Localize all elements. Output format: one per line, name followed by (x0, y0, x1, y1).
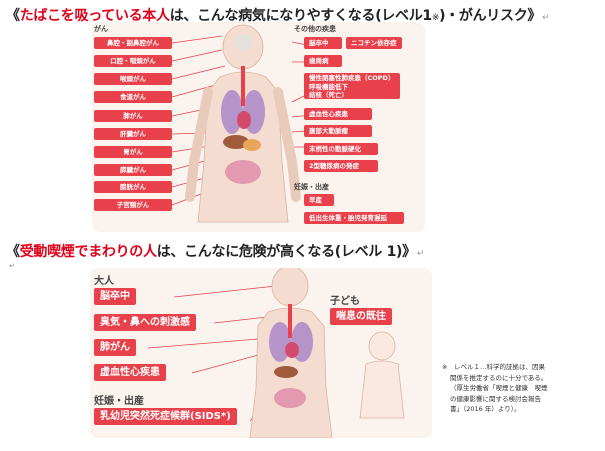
tag-low-birth-weight: 低出生体重・胎児発育遅延 (304, 212, 404, 224)
tag-stroke-secondhand: 脳卒中 (94, 288, 136, 305)
tag-ischemic-heart-disease: 虚血性心疾患 (304, 108, 372, 120)
tag-ischemic-heart-secondhand: 虚血性心疾患 (94, 364, 166, 381)
tag-pancreas-cancer: 膵臓がん (94, 164, 172, 176)
heading-smoker-highlight: たばこを吸っている本人 (19, 8, 170, 24)
note-line-1: ※ レベル１…科学的証拠は、因果 (442, 363, 545, 371)
tag-copd: 慢性閉塞性肺疾患（COPD） 呼吸機能低下 結核（死亡） (304, 73, 400, 99)
note-line-5: 書」（2016 年）より）。 (450, 405, 521, 413)
tag-liver-cancer: 肝臓がん (94, 128, 172, 140)
heading-smoker-text: は、こんな病気になりやすくなる(レベル1 (169, 8, 432, 24)
heading-asterisk: ※ (431, 13, 440, 23)
category-pregnancy-label: 妊娠・出産 (294, 183, 329, 191)
child-body-shape (359, 331, 405, 419)
level-note: ※ レベル１…科学的証拠は、因果 関係を推定するのに十分である。 （厚生労働省「… (442, 362, 600, 415)
pregnancy-label: 妊娠・出産 (94, 396, 144, 407)
tag-oral-cancer: 口腔・咽頭がん (94, 55, 172, 67)
tag-odor-nose-irritation: 臭気・鼻への刺激感 (94, 314, 196, 331)
heading-secondhand-highlight: 受動喫煙でまわりの人 (19, 244, 157, 260)
tag-cervical-cancer: 子宮頸がん (94, 199, 172, 211)
return-mark: ↵ (542, 13, 550, 23)
heading2-open-bracket: 《 (6, 244, 20, 260)
adult-label: 大人 (94, 276, 114, 287)
category-other-diseases-label: その他の疾患 (294, 25, 336, 33)
return-mark: ↵ (416, 249, 425, 259)
note-line-4: の健康影響に関する検討会報告 (450, 394, 541, 403)
tag-type2-diabetes: 2型糖尿病の発症 (304, 160, 378, 172)
line-mark: ↵ (9, 262, 15, 270)
smoker-risk-heading: 《たばこを吸っている本人は、こんな病気になりやすくなる(レベル1※)・がんリスク… (6, 5, 550, 25)
tag-larynx-cancer: 喉頭がん (94, 73, 172, 85)
tag-lung-cancer: 肺がん (94, 110, 172, 122)
tag-lung-cancer-secondhand: 肺がん (94, 339, 136, 356)
tag-sids: 乳幼児突然死症候群(SIDS*) (94, 408, 237, 425)
note-line-2: 関係を推定するのに十分である。 (450, 373, 548, 382)
adult-and-child-illustration (147, 268, 405, 438)
child-label: 子ども (330, 296, 360, 307)
heading-open-bracket: 《 (6, 8, 20, 24)
secondhand-smoke-heading: 《受動喫煙でまわりの人は、こんなに危険が高くなる(レベル 1)》↵ (6, 241, 424, 261)
tag-bladder-cancer: 膀胱がん (94, 181, 172, 193)
tag-stomach-cancer: 胃がん (94, 146, 172, 158)
human-body-shape (185, 24, 301, 223)
tag-nicotine-dependence: ニコチン依存症 (346, 37, 402, 49)
note-line-3: （厚生労働省「喫煙と健康 喫煙 (450, 384, 548, 392)
smoker-disease-figure: がん 鼻腔・副鼻腔がん 口腔・咽頭がん 喉頭がん 食道がん 肺がん 肝臓がん 胃… (92, 22, 425, 232)
tag-premature-birth: 早産 (304, 194, 334, 206)
tag-stroke: 脳卒中 (304, 37, 342, 49)
tag-aortic-aneurysm: 腹部大動脈瘤 (304, 125, 372, 137)
tag-esophagus-cancer: 食道がん (94, 91, 172, 103)
adult-body-shape (249, 268, 333, 438)
heading-secondhand-text: は、こんなに危険が高くなる(レベル 1)》 (156, 244, 416, 260)
tag-arteriosclerosis: 末梢性の動脈硬化 (304, 143, 378, 155)
tag-nasal-cancer: 鼻腔・副鼻腔がん (94, 37, 172, 49)
secondhand-smoke-figure: 大人 脳卒中 臭気・鼻への刺激感 肺がん 虚血性心疾患 妊娠・出産 乳幼児突然死… (90, 268, 432, 438)
heading-smoker-text-end: )・がんリスク》 (439, 8, 542, 24)
category-cancer-label: がん (94, 25, 108, 33)
tag-asthma-history: 喘息の既往 (330, 308, 392, 325)
tag-periodontal-disease: 歯周病 (304, 55, 342, 67)
